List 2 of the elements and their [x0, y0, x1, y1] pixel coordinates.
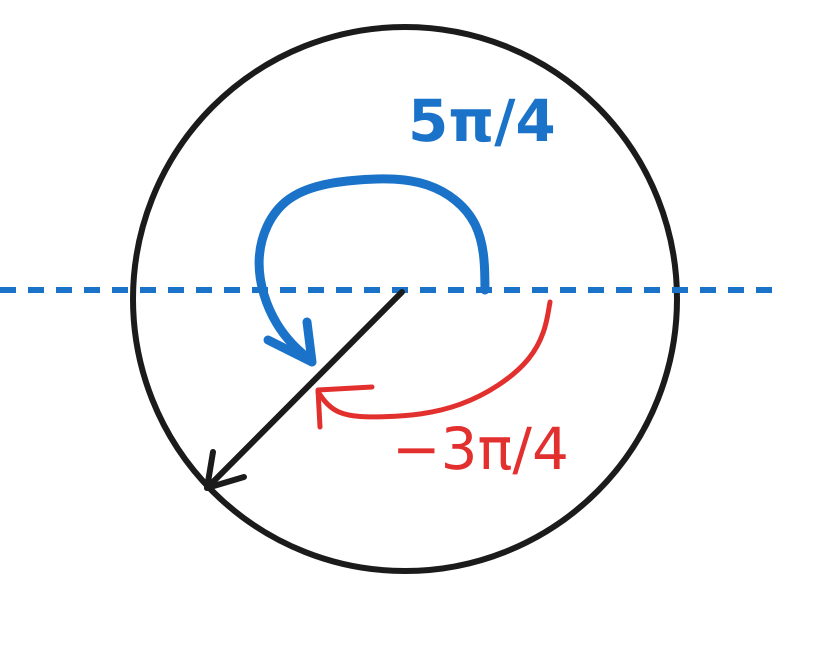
angle-label: 5π/4	[408, 92, 556, 150]
angle-label: −3π/4	[392, 420, 569, 478]
